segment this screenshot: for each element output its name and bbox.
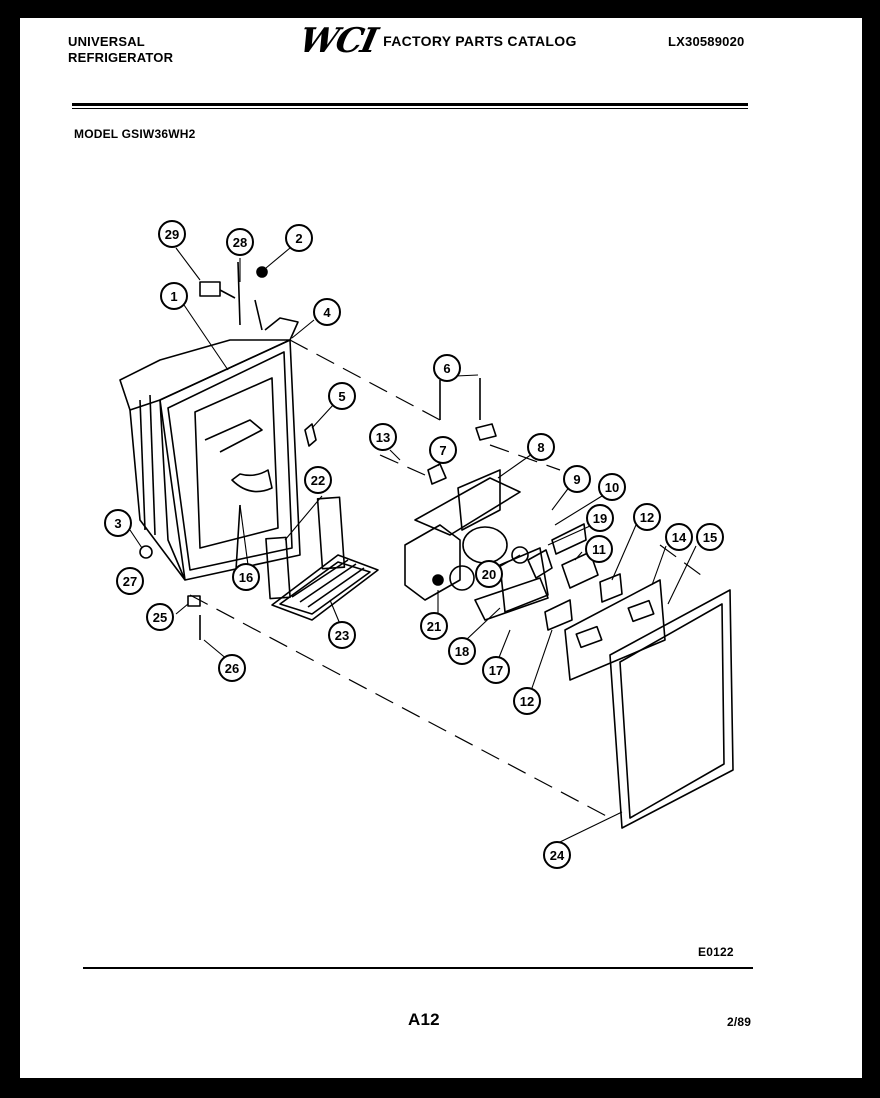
svg-text:12: 12 — [640, 510, 654, 525]
callout-28: 28 — [226, 228, 254, 256]
svg-text:8: 8 — [537, 440, 544, 455]
callout-3: 3 — [104, 509, 132, 537]
brand-line-1: UNIVERSAL — [68, 34, 145, 49]
callout-12-lower: 12 — [513, 687, 541, 715]
svg-text:3: 3 — [114, 516, 121, 531]
svg-text:1: 1 — [170, 289, 177, 304]
callout-18: 18 — [448, 637, 476, 665]
callout-4: 4 — [313, 298, 341, 326]
part-2-grommet — [256, 266, 268, 278]
svg-text:29: 29 — [165, 227, 179, 242]
callout-9: 9 — [563, 465, 591, 493]
part-number: LX30589020 — [668, 34, 745, 49]
callout-6: 6 — [433, 354, 461, 382]
dispenser-face-panel — [564, 579, 666, 681]
catalog-date: 2/89 — [727, 1015, 752, 1029]
svg-text:4: 4 — [323, 305, 331, 320]
callout-1: 1 — [160, 282, 188, 310]
callout-7: 7 — [429, 436, 457, 464]
header-rule — [72, 103, 748, 106]
svg-text:26: 26 — [225, 661, 239, 676]
svg-text:7: 7 — [439, 443, 446, 458]
callout-15: 15 — [696, 523, 724, 551]
svg-text:13: 13 — [376, 430, 390, 445]
callout-13: 13 — [369, 423, 397, 451]
callout-12-upper: 12 — [633, 503, 661, 531]
callout-11: 11 — [585, 535, 613, 563]
svg-text:22: 22 — [311, 473, 325, 488]
door-frame — [609, 589, 734, 829]
callout-17: 17 — [482, 656, 510, 684]
callout-27: 27 — [116, 567, 144, 595]
drawing-code: E0122 — [698, 945, 734, 959]
svg-text:17: 17 — [489, 663, 503, 678]
svg-text:23: 23 — [335, 628, 349, 643]
svg-text:16: 16 — [239, 570, 253, 585]
drip-tray — [271, 554, 379, 621]
brand-line-2: REFRIGERATOR — [68, 50, 174, 65]
svg-text:15: 15 — [703, 530, 717, 545]
svg-text:2: 2 — [295, 231, 302, 246]
svg-text:14: 14 — [672, 530, 687, 545]
footer-rule — [83, 967, 753, 969]
callout-29: 29 — [158, 220, 186, 248]
svg-text:19: 19 — [593, 511, 607, 526]
svg-text:25: 25 — [153, 610, 167, 625]
svg-text:24: 24 — [550, 848, 565, 863]
svg-text:11: 11 — [592, 542, 606, 557]
svg-text:28: 28 — [233, 235, 247, 250]
callout-26: 26 — [218, 654, 246, 682]
svg-text:10: 10 — [605, 480, 619, 495]
callout-23: 23 — [328, 621, 356, 649]
svg-text:6: 6 — [443, 361, 450, 376]
callout-22: 22 — [304, 466, 332, 494]
callout-16: 16 — [232, 563, 260, 591]
callout-8: 8 — [527, 433, 555, 461]
model-label: MODEL GSIW36WH2 — [74, 127, 196, 141]
svg-text:9: 9 — [573, 472, 580, 487]
callout-5: 5 — [328, 382, 356, 410]
callout-20: 20 — [475, 560, 503, 588]
part-29-fitting — [199, 281, 221, 297]
callout-24: 24 — [543, 841, 571, 869]
svg-text:21: 21 — [427, 619, 441, 634]
catalog-header: WCI FACTORY PARTS CATALOG — [296, 21, 577, 61]
catalog-title: FACTORY PARTS CATALOG — [383, 33, 577, 49]
svg-text:18: 18 — [455, 644, 469, 659]
page-label: A12 — [408, 1010, 440, 1029]
svg-text:12: 12 — [520, 694, 534, 709]
dispenser-housing — [119, 299, 301, 581]
callout-19: 19 — [586, 504, 614, 532]
callout-21: 21 — [420, 612, 448, 640]
callout-10: 10 — [598, 473, 626, 501]
header-rule-thin — [72, 108, 748, 109]
callout-2: 2 — [285, 224, 313, 252]
svg-text:20: 20 — [482, 567, 496, 582]
svg-text:5: 5 — [338, 389, 345, 404]
callout-25: 25 — [146, 603, 174, 631]
brand-name: UNIVERSAL REFRIGERATOR — [68, 34, 173, 66]
callout-14: 14 — [665, 523, 693, 551]
svg-text:27: 27 — [123, 574, 137, 589]
